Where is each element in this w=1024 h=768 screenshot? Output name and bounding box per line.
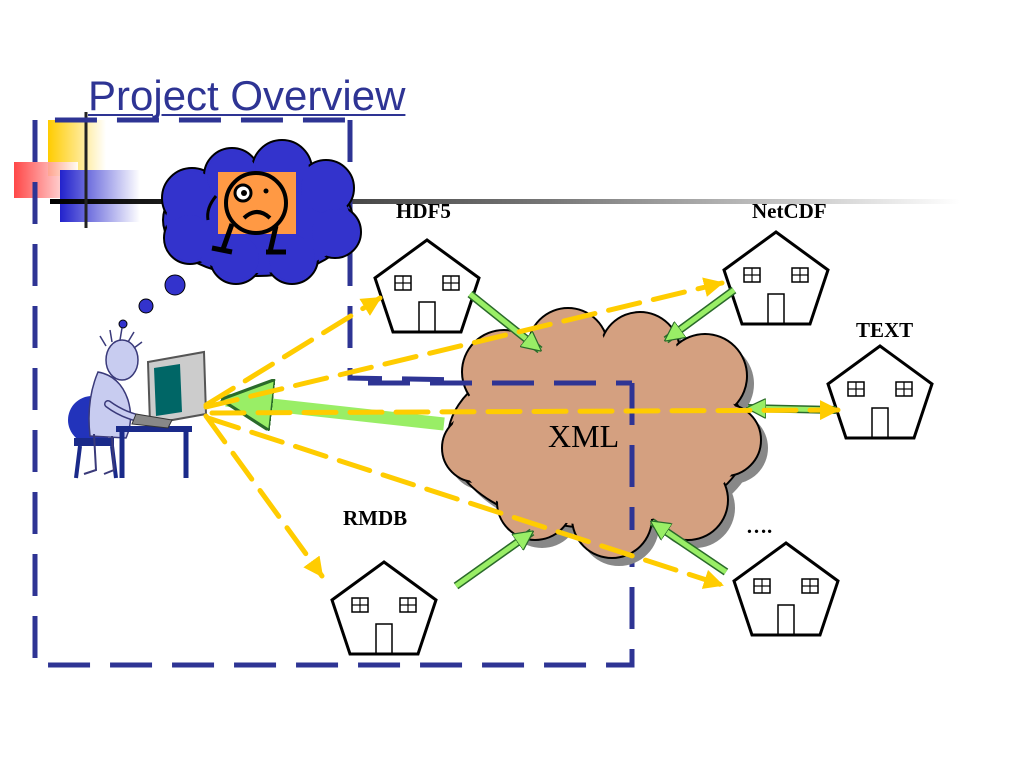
- slide-title: Project Overview: [88, 72, 406, 119]
- xml-cloud: [441, 307, 768, 566]
- label-other-sources: ….: [746, 514, 773, 538]
- label-rmdb: RMDB: [343, 506, 408, 530]
- query-arrows: [203, 277, 841, 589]
- house-icon-other: [732, 541, 840, 637]
- house-icon-netcdf: [722, 230, 830, 326]
- boundary-over-cloud: [368, 380, 635, 530]
- label-xml: XML: [548, 418, 620, 454]
- label-text: TEXT: [856, 318, 914, 342]
- house-icon-text: [826, 344, 934, 440]
- template-decoration: [14, 112, 960, 228]
- house-icon-rmdb: [330, 560, 438, 656]
- label-hdf5: HDF5: [396, 199, 451, 223]
- project-boundary: [32, 117, 635, 668]
- label-netcdf: NetCDF: [752, 199, 827, 223]
- house-icon-hdf5: [373, 238, 481, 334]
- user-at-computer-icon: [68, 327, 208, 479]
- confused-face-icon: [206, 171, 296, 255]
